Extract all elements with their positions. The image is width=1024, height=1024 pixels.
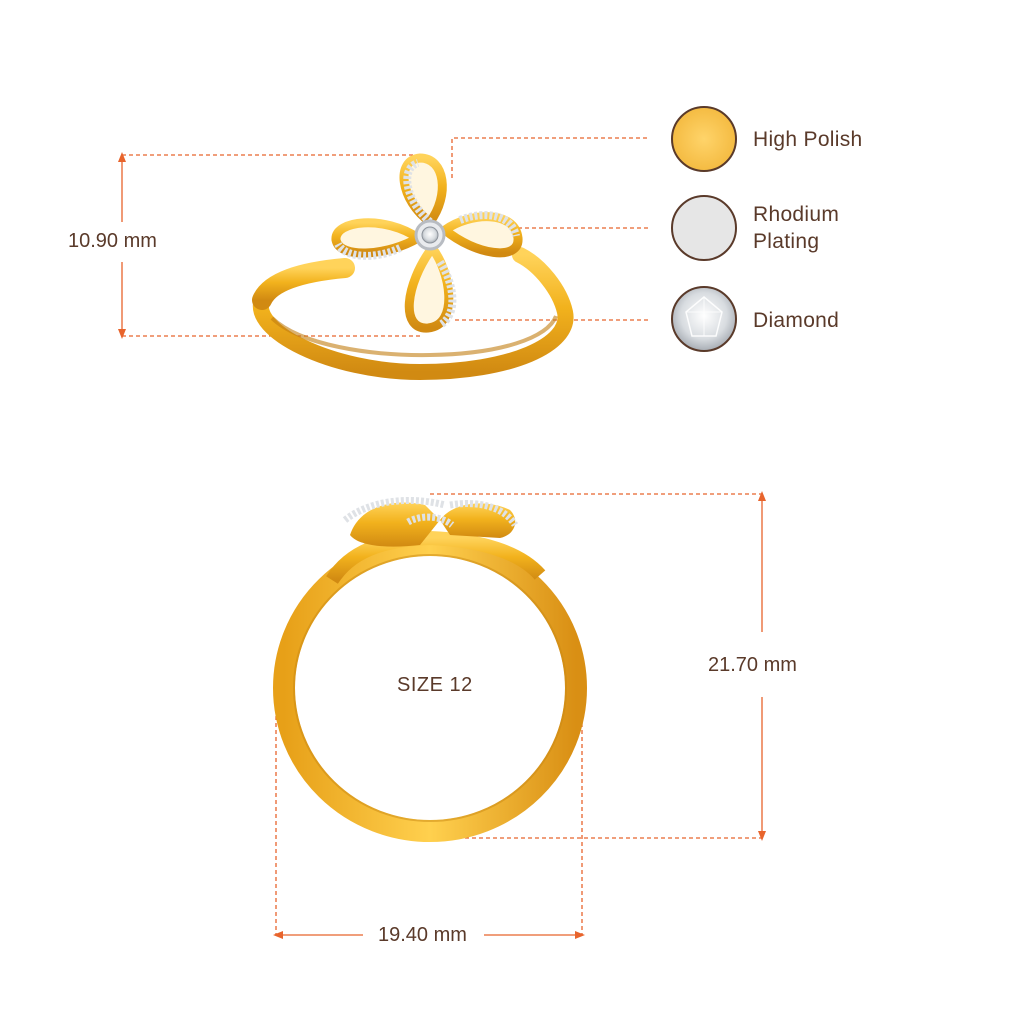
top-height-dimension-label: 10.90 mm	[68, 230, 157, 252]
front-width-dimension-label: 19.40 mm	[378, 924, 467, 946]
flower-ring-top-view	[252, 153, 574, 381]
top-view-dimension-lines	[118, 137, 648, 339]
front-view-dimension-lines	[273, 491, 766, 939]
diamond-swatch-icon	[671, 286, 737, 352]
legend-label: Diamond	[753, 309, 840, 332]
ring-front-view	[273, 496, 587, 842]
legend-diamond: Diamond	[753, 307, 839, 334]
legend-label-line1: Rhodium	[753, 203, 840, 226]
front-height-dimension-label: 21.70 mm	[708, 654, 797, 676]
legend-label: High Polish	[753, 128, 863, 151]
ring-size-label: SIZE 12	[397, 674, 473, 696]
legend-rhodium-plating: Rhodium Plating	[753, 201, 839, 255]
high-polish-swatch-icon	[671, 106, 737, 172]
legend-swatches	[671, 106, 737, 352]
legend-label-line2: Plating	[753, 230, 820, 253]
legend-high-polish: High Polish	[753, 126, 863, 153]
rhodium-swatch-icon	[671, 195, 737, 261]
